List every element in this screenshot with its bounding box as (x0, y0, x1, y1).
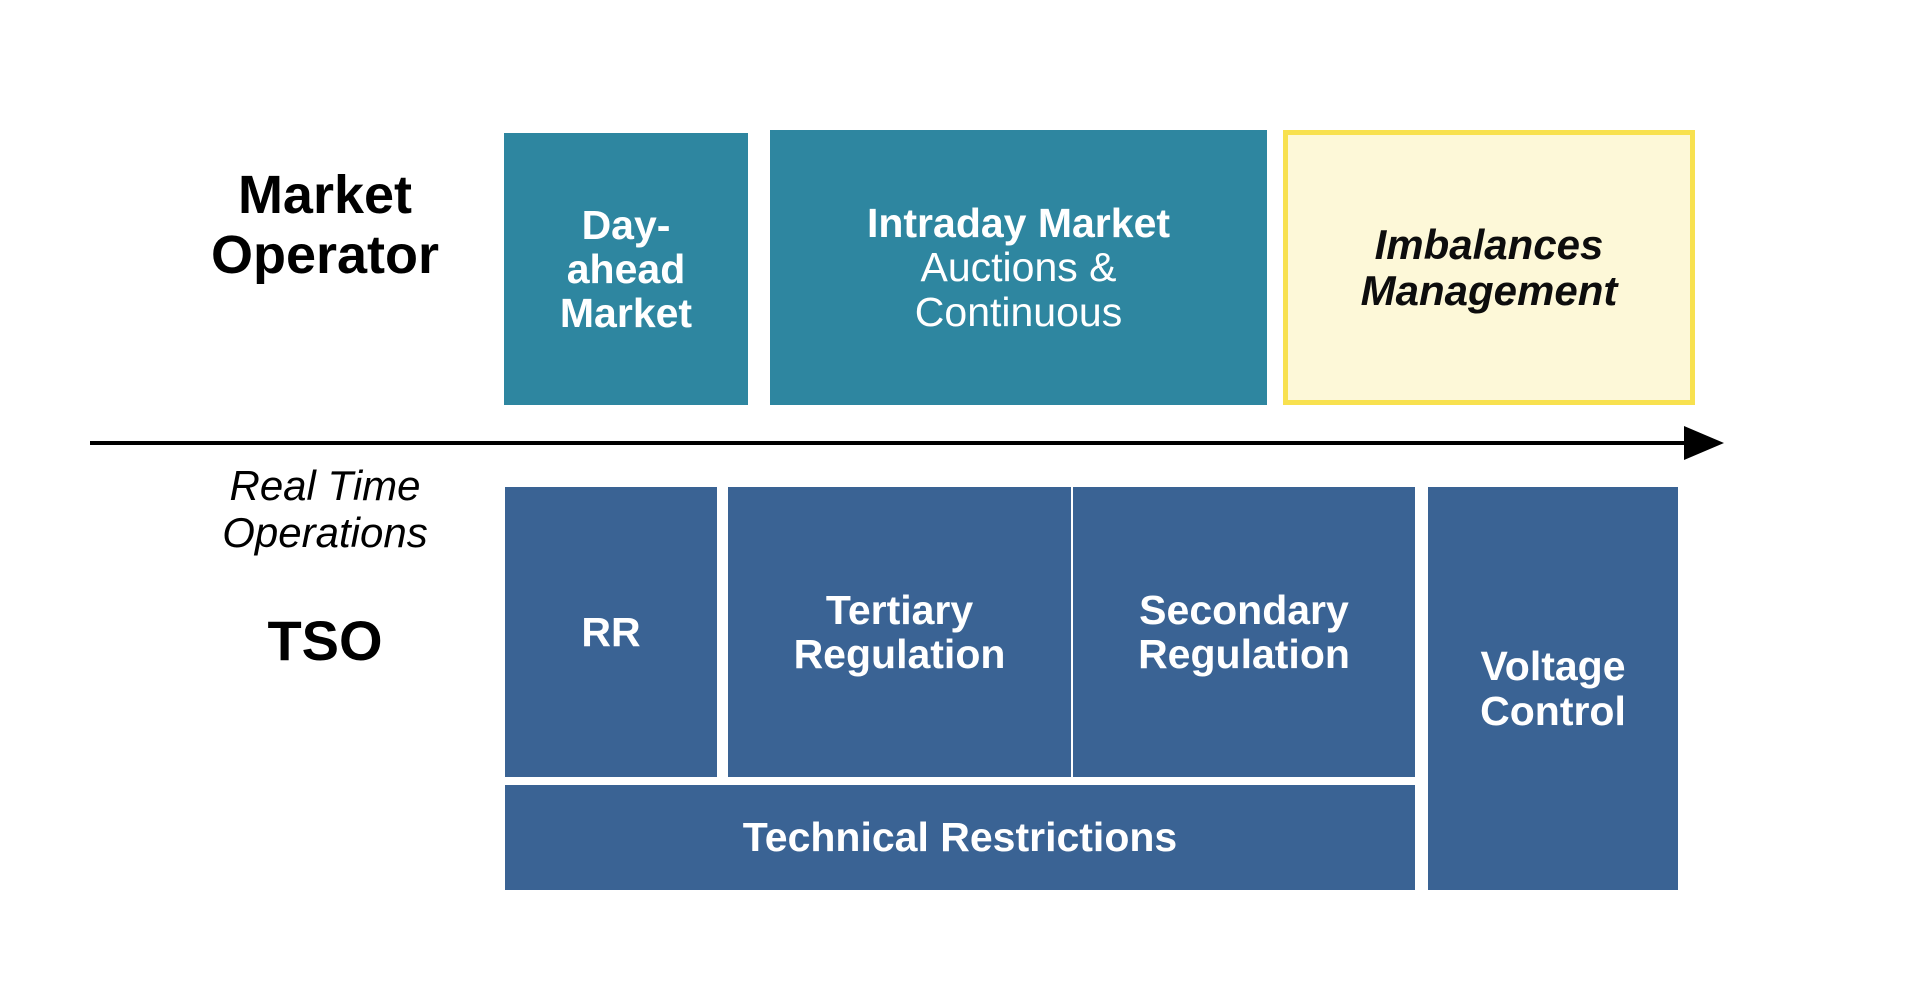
tso-label: TSO (267, 609, 383, 672)
day-ahead-market-line2: ahead (566, 245, 686, 292)
intraday-market-line1: Intraday Market (866, 200, 1171, 247)
imbalances-management-box[interactable]: Imbalances Management (1283, 130, 1695, 405)
voltage-control-line1: Voltage (1480, 643, 1626, 690)
intraday-market-box[interactable]: Intraday Market Auctions & Continuous (770, 130, 1267, 405)
secondary-regulation-line2: Regulation (1138, 631, 1350, 677)
technical-restrictions-label: Technical Restrictions (742, 814, 1178, 861)
market-operator-label-line2: Operator (210, 225, 440, 286)
tertiary-regulation-line1: Tertiary (825, 586, 974, 633)
secondary-regulation-line1: Secondary (1139, 586, 1349, 633)
market-operator-label-line1: Market (237, 165, 413, 225)
technical-restrictions-box[interactable]: Technical Restrictions (505, 785, 1415, 890)
real-time-operations-label-line2: Operations (222, 509, 428, 557)
intraday-market-line2: Auctions & (920, 244, 1117, 291)
rr-label: RR (581, 608, 641, 655)
market-operator-label: Market Operator (160, 165, 490, 286)
day-ahead-market-line1: Day- (581, 201, 671, 248)
rr-box[interactable]: RR (505, 487, 717, 777)
day-ahead-market-box[interactable]: Day- ahead Market (504, 133, 748, 405)
tertiary-regulation-box[interactable]: Tertiary Regulation (728, 487, 1071, 777)
real-time-operations-label-line1: Real Time (229, 462, 421, 509)
secondary-regulation-box[interactable]: Secondary Regulation (1073, 487, 1415, 777)
day-ahead-market-line3: Market (559, 290, 693, 337)
tertiary-regulation-line2: Regulation (793, 631, 1006, 677)
imbalances-management-line2: Management (1360, 266, 1618, 314)
time-arrow (90, 426, 1724, 460)
imbalances-management-line1: Imbalances (1374, 221, 1604, 269)
intraday-market-line3: Continuous (914, 288, 1123, 335)
voltage-control-box[interactable]: Voltage Control (1428, 487, 1678, 890)
voltage-control-line2: Control (1480, 687, 1626, 734)
real-time-operations-label: Real Time Operations (160, 462, 490, 556)
